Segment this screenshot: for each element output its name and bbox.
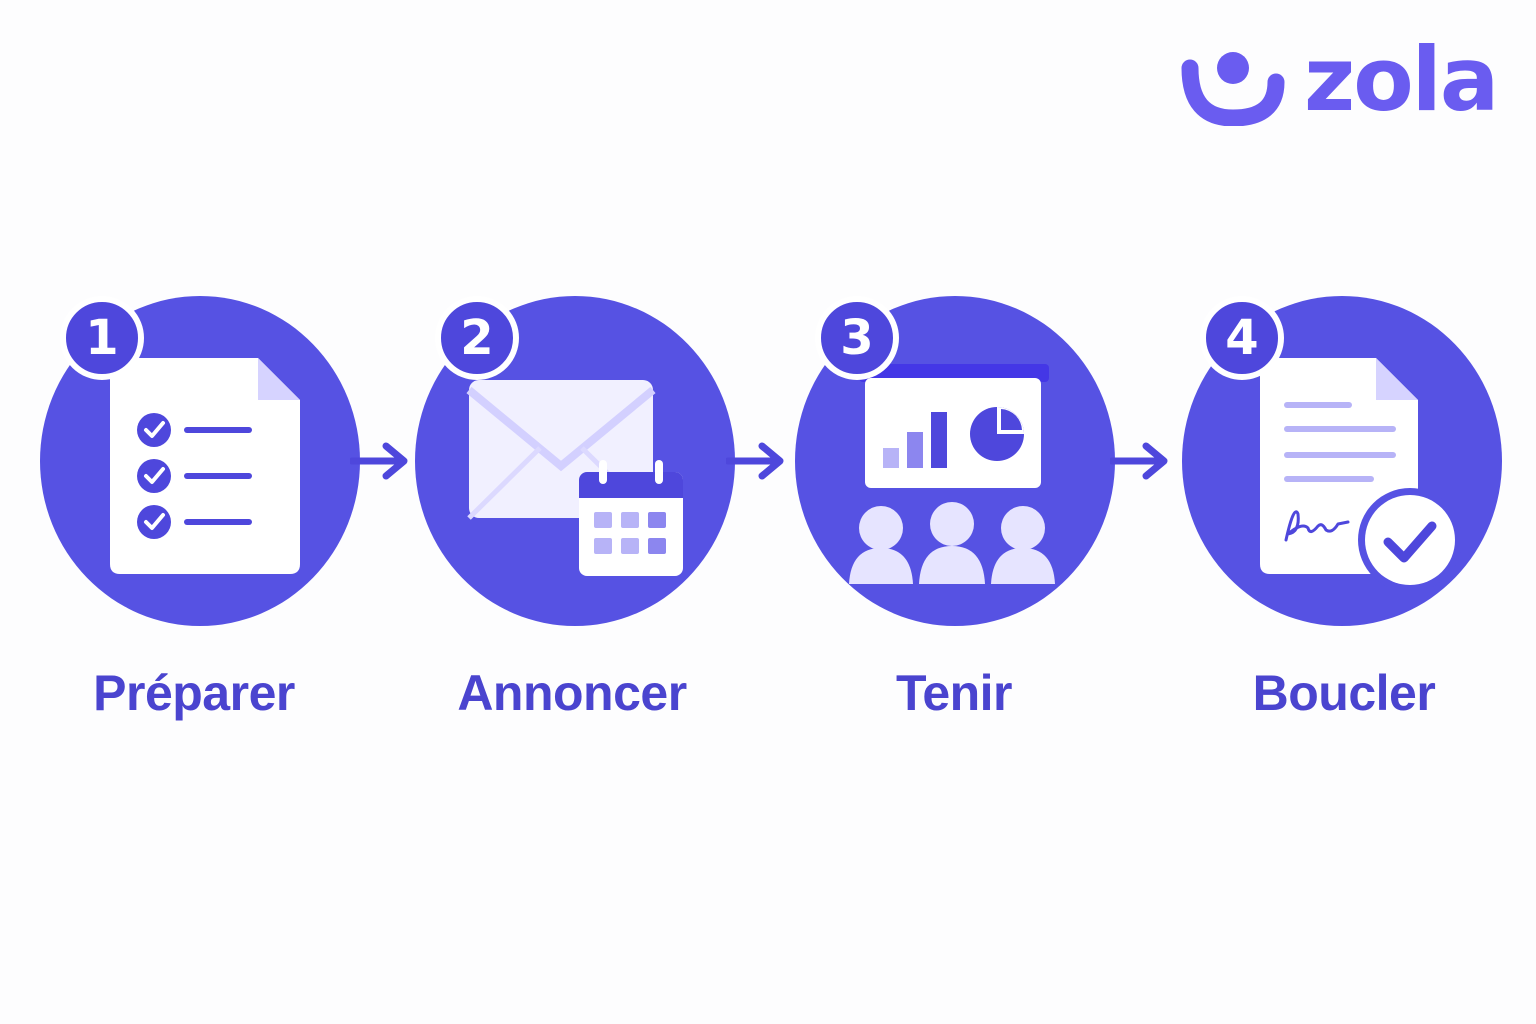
step-4: 4 [1162,296,1502,626]
step-label: Tenir [895,665,1013,721]
zola-logo: zola [1178,28,1499,131]
arrow-right-icon [726,442,784,480]
step-number-badge: 3 [815,296,899,380]
step-label: Boucler [1252,665,1436,721]
step-number-badge: 4 [1200,296,1284,380]
step-1: 1 [20,296,360,626]
step-number-badge: 1 [60,296,144,380]
step-3: 3 [775,296,1115,626]
presentation-meeting-icon [849,364,1055,584]
step-number-badge: 2 [435,296,519,380]
envelope-calendar-icon [466,380,683,576]
step-2: 2 [395,296,735,626]
step-label: Annoncer [457,665,687,721]
arrow-right-icon [1110,442,1168,480]
smile-logo-icon [1181,52,1285,126]
step-label: Préparer [93,665,295,721]
signed-document-check-icon [1260,358,1462,592]
checklist-document-icon [110,358,300,574]
arrow-right-icon [350,442,408,480]
brand-name: zola [1304,28,1499,131]
